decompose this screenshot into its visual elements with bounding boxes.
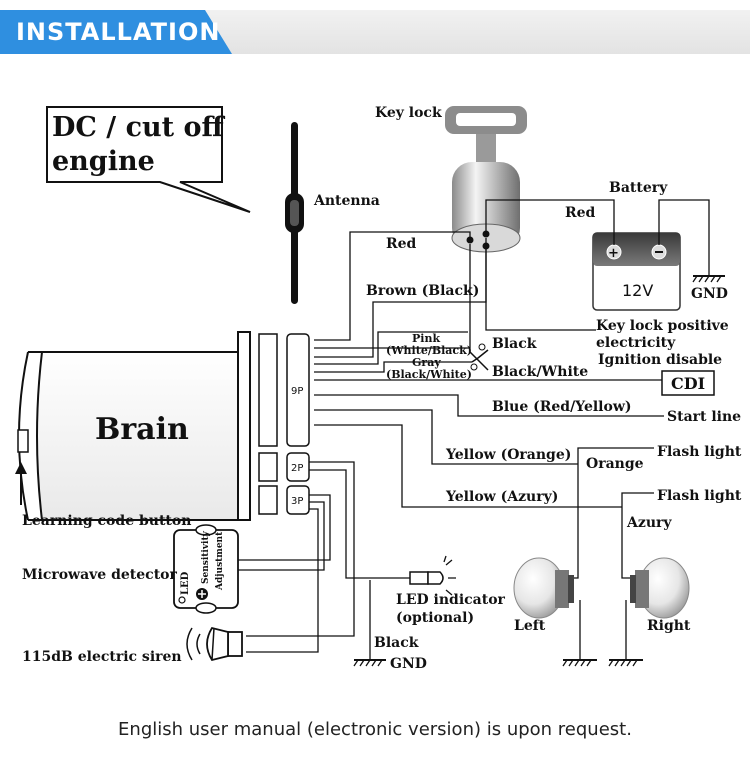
led-optional-label: (optional) [396,610,474,626]
battery-voltage: 12V [622,281,653,300]
azury-wire [314,424,654,660]
pink-label: Pink [412,332,440,345]
key-lock-positive-label: Key lock positive [596,318,729,334]
flash-light-left-label: Flash light [657,444,742,460]
key-red-label: Red [386,236,417,252]
siren-label: 115dB electric siren [22,649,182,665]
adjustment-label: Adjustment [215,531,225,591]
port-wires [230,461,410,660]
brain-unit [17,331,278,521]
start-line-wire [314,394,664,417]
detector-led-label: LED [180,571,191,595]
port-3p-label: 3P [291,496,303,507]
callout-bubble: DC / cut off engine [46,106,251,213]
brown-black-label: Brown (Black) [366,283,479,299]
page-title: INSTALLATION [16,18,221,46]
antenna-label: Antenna [313,193,380,209]
callout-line2: engine [52,146,155,177]
black-white-label: Black/White [492,364,588,380]
port-9p-label: 9P [291,386,303,397]
cdi-box [661,370,715,396]
port-2p [286,452,310,482]
header-tab [0,10,232,54]
battery-wires [485,199,725,283]
battery-label: Battery [609,180,668,196]
orange-label: Orange [586,456,644,472]
header-banner: INSTALLATION [0,10,750,54]
yellow-orange-label: Yellow (Orange) [445,447,571,463]
black-key-label: Black [492,336,537,352]
antenna-icon [285,122,304,304]
cdi-label: CDI [671,374,705,393]
microwave-detector-label: Microwave detector [22,567,177,583]
brain-label: Brain [95,412,189,447]
ground-icon [562,659,643,667]
azury-label: Azury [626,515,672,531]
up-arrow-icon [15,462,27,505]
callout-line1: DC / cut off [52,112,226,143]
port-9p [286,333,310,447]
led-indicator-icon [409,555,456,596]
footer-note: English user manual (electronic version)… [118,719,632,740]
port-2p-label: 2P [291,463,303,474]
battery-gnd-label: GND [691,286,728,302]
siren-icon [186,626,243,662]
flash-light-right-label: Flash light [657,488,742,504]
plus-icon: + [608,246,619,261]
pink-sub-label: (White/Black) [386,344,472,357]
electricity-label: electricity [596,335,676,351]
bottom-black-label: Black [374,635,419,651]
gray-sub-label: (Black/White) [386,368,472,381]
blue-red-yellow-label: Blue (Red/Yellow) [492,399,632,415]
learning-code-label: Learning code button [22,513,191,529]
ignition-disable-label: Ignition disable [598,352,722,368]
led-indicator-label: LED indicator [396,592,506,608]
yellow-azury-label: Yellow (Azury) [445,489,558,505]
pink-gray-wires [314,331,489,373]
left-label: Left [514,618,546,634]
bottom-ground-icon [353,659,386,667]
key-lock-label: Key lock [375,105,442,121]
port-3p [286,485,310,515]
battery-icon: + 12V [592,232,681,311]
right-flash-light-icon [630,557,690,619]
microwave-detector-icon [173,524,239,614]
start-line-label: Start line [667,409,741,425]
right-label: Right [647,618,691,634]
gray-label: Gray [412,356,441,369]
sensitivity-label: Sensitivity [201,530,211,584]
battery-red-label: Red [565,205,596,221]
key-lock-wires [314,231,596,358]
bottom-gnd-label: GND [390,656,427,672]
left-flash-light-icon [513,557,574,619]
